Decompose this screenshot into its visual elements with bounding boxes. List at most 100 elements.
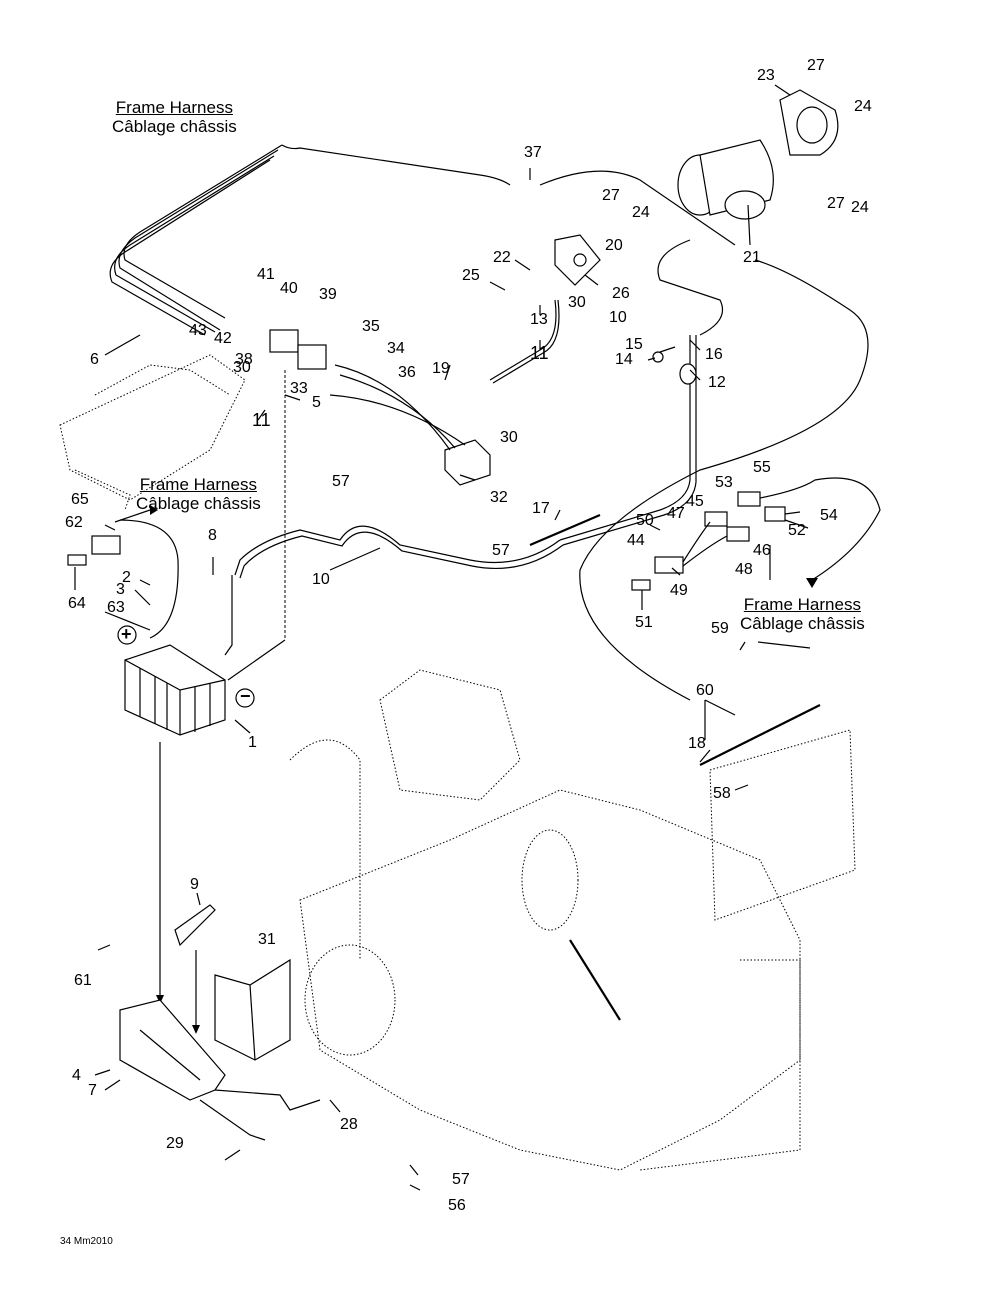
callout-10b: 10 bbox=[609, 309, 627, 326]
harness-label-en: Frame Harness bbox=[743, 595, 861, 614]
battery-cover-31 bbox=[214, 958, 291, 1061]
callout-63: 63 bbox=[107, 599, 125, 616]
callout-31: 31 bbox=[258, 931, 276, 948]
callout-33: 33 bbox=[290, 380, 308, 397]
callout-11a: 11 bbox=[252, 410, 271, 430]
positive-symbol: + bbox=[121, 624, 132, 644]
positive-terminal-icon bbox=[117, 625, 137, 645]
callout-58: 58 bbox=[713, 785, 731, 802]
callout-3: 3 bbox=[116, 581, 125, 598]
relay-32 bbox=[444, 439, 491, 486]
callout-13: 13 bbox=[530, 311, 548, 328]
callout-36: 36 bbox=[398, 364, 416, 381]
callout-37: 37 bbox=[524, 144, 542, 161]
callout-27a: 27 bbox=[807, 57, 825, 74]
callout-60: 60 bbox=[696, 682, 714, 699]
callout-10a: 10 bbox=[312, 571, 330, 588]
callout-52: 52 bbox=[788, 522, 806, 539]
callout-30b: 30 bbox=[568, 294, 586, 311]
callout-45: 45 bbox=[686, 493, 704, 510]
harness-label-fr: Câblage châssis bbox=[112, 117, 237, 136]
starter-cable bbox=[234, 170, 736, 579]
callout-18: 18 bbox=[688, 735, 706, 752]
callout-24a: 24 bbox=[854, 98, 872, 115]
battery-positive-lead bbox=[119, 519, 179, 639]
callout-9: 9 bbox=[190, 876, 199, 893]
callout-47: 47 bbox=[667, 505, 685, 522]
strap-9 bbox=[174, 904, 216, 947]
callout-44: 44 bbox=[627, 532, 645, 549]
callout-57b: 57 bbox=[492, 542, 510, 559]
callout-59: 59 bbox=[711, 620, 729, 637]
callout-15: 15 bbox=[625, 336, 643, 353]
callout-21: 21 bbox=[743, 249, 761, 266]
callout-41: 41 bbox=[257, 266, 275, 283]
callout-39: 39 bbox=[319, 286, 337, 303]
heat-shrink-17 bbox=[529, 513, 601, 547]
fuse-holder-62 bbox=[91, 535, 121, 555]
harness-label-en: Frame Harness bbox=[139, 475, 257, 494]
callout-1: 1 bbox=[248, 734, 257, 751]
fuse-64 bbox=[67, 554, 87, 566]
callout-4: 4 bbox=[72, 1067, 81, 1084]
callout-54: 54 bbox=[820, 507, 838, 524]
callout-43: 43 bbox=[189, 322, 207, 339]
callout-14: 14 bbox=[615, 351, 633, 368]
starter-motor bbox=[677, 89, 839, 220]
front-cover-6 bbox=[59, 354, 246, 511]
callout-62: 62 bbox=[65, 514, 83, 531]
callout-49: 49 bbox=[670, 582, 688, 599]
callout-30a: 30 bbox=[233, 359, 251, 376]
callout-35: 35 bbox=[362, 318, 380, 335]
callout-12: 12 bbox=[708, 374, 726, 391]
callout-61: 61 bbox=[74, 972, 92, 989]
callout-7: 7 bbox=[88, 1082, 97, 1099]
frame-harness-label-top: Frame Harness Câblage châssis bbox=[112, 98, 237, 136]
callout-53: 53 bbox=[715, 474, 733, 491]
callout-55: 55 bbox=[753, 459, 771, 476]
callout-50: 50 bbox=[636, 512, 654, 529]
callout-32: 32 bbox=[490, 489, 508, 506]
frame-harness-cables bbox=[109, 144, 511, 336]
callout-19: 19 bbox=[432, 360, 450, 377]
battery-tray-7 bbox=[119, 999, 321, 1141]
callout-40: 40 bbox=[280, 280, 298, 297]
harness-guide-18 bbox=[699, 704, 821, 766]
callout-30c: 30 bbox=[500, 429, 518, 446]
callout-23: 23 bbox=[757, 67, 775, 84]
callout-17: 17 bbox=[532, 500, 550, 517]
negative-terminal-icon bbox=[235, 688, 255, 708]
callout-27c: 27 bbox=[602, 187, 620, 204]
harness-label-en: Frame Harness bbox=[115, 98, 233, 117]
connector-38 bbox=[269, 329, 299, 353]
callout-24b: 24 bbox=[851, 199, 869, 216]
callout-57a: 57 bbox=[332, 473, 350, 490]
connector-harness bbox=[631, 477, 881, 591]
callout-20: 20 bbox=[605, 237, 623, 254]
callout-11b: 11 bbox=[530, 343, 549, 363]
footer-code: 34 Mm2010 bbox=[60, 1236, 113, 1247]
frame-harness-label-left: Frame Harness Câblage châssis bbox=[136, 475, 261, 513]
callout-2: 2 bbox=[122, 569, 131, 586]
harness-label-fr: Câblage châssis bbox=[740, 614, 865, 633]
callout-56: 56 bbox=[448, 1197, 466, 1214]
callout-22: 22 bbox=[493, 249, 511, 266]
callout-16: 16 bbox=[705, 346, 723, 363]
callout-38: 38 bbox=[235, 351, 253, 368]
callout-29: 29 bbox=[166, 1135, 184, 1152]
callout-57c: 57 bbox=[452, 1171, 470, 1188]
callout-6: 6 bbox=[90, 351, 99, 368]
callout-24c: 24 bbox=[632, 204, 650, 221]
frame-harness-label-right: Frame Harness Câblage châssis bbox=[740, 595, 865, 633]
callout-5: 5 bbox=[312, 394, 321, 411]
callout-28: 28 bbox=[340, 1116, 358, 1133]
cable-21 bbox=[579, 259, 869, 701]
callout-8: 8 bbox=[208, 527, 217, 544]
callout-25: 25 bbox=[462, 267, 480, 284]
callout-46: 46 bbox=[753, 542, 771, 559]
harness-label-fr: Câblage châssis bbox=[136, 494, 261, 513]
callout-26: 26 bbox=[612, 285, 630, 302]
callout-42: 42 bbox=[214, 330, 232, 347]
connector-33 bbox=[297, 344, 327, 370]
